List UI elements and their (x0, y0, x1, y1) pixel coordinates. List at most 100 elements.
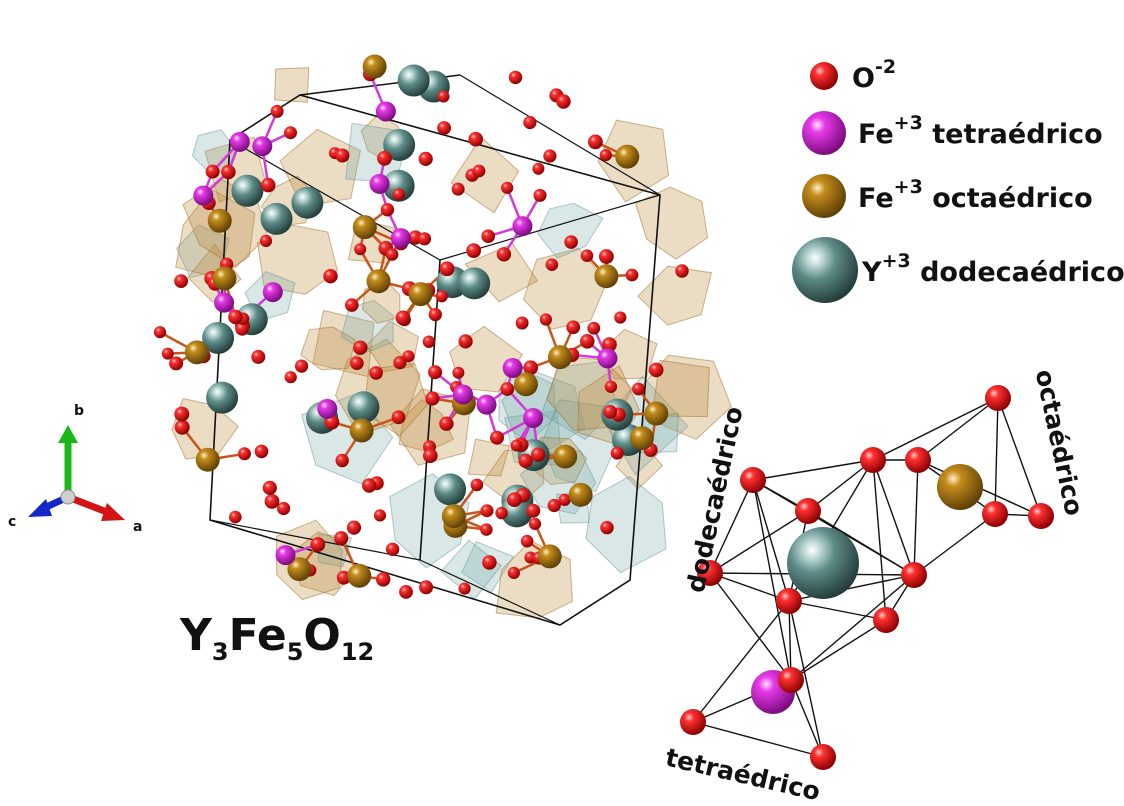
fe-tetrahedral-atom (523, 408, 543, 428)
fe-tetrahedral-atom (477, 395, 497, 415)
oxygen-atom (439, 417, 453, 431)
y-atom (231, 175, 263, 207)
polyhedron (451, 137, 519, 213)
fe-octahedral-atom (630, 426, 654, 450)
polyhedron-edge (753, 460, 873, 480)
oxygen-atom (377, 151, 392, 166)
yig-unit-cell (154, 55, 732, 625)
fe-tetrahedral-atom (597, 348, 617, 368)
oxygen-atom (611, 447, 624, 460)
axis-label-c: c (8, 514, 16, 530)
detail-fe-octahedral-atom (937, 464, 983, 510)
oxygen-atom (284, 126, 297, 139)
polyhedron-edge (873, 460, 886, 620)
fe-octahedral-atom (644, 402, 668, 426)
oxygen-atom (174, 407, 189, 422)
legend-y-label: Y+3 dodecaédrico (862, 254, 1124, 288)
oxygen-atom (392, 410, 406, 424)
detail-oxygen-atom (901, 562, 927, 588)
oxygen-atom (473, 165, 486, 178)
detail-oxygen-atom (860, 447, 886, 473)
oxygen-atom (271, 105, 284, 118)
fe-octahedral-atom (548, 345, 572, 369)
oxygen-atom (154, 326, 166, 338)
oxygen-atom (480, 523, 492, 535)
detail-oxygen-atom (778, 667, 804, 693)
oxygen-atom (600, 149, 612, 161)
c-axis-arrow (28, 499, 52, 517)
fe-tetrahedral-atom (263, 282, 283, 302)
oxygen-atom (335, 149, 349, 163)
oxygen-atom (468, 132, 483, 147)
fe-octahedral-atom (208, 209, 232, 233)
axis-label-a: a (133, 519, 142, 535)
chemical-formula: Y3Fe5O12 (180, 610, 374, 666)
oxygen-atom (393, 188, 405, 200)
oxygen-atom (566, 320, 580, 334)
axis-label-b: b (74, 403, 84, 419)
oxygen-atom (436, 290, 448, 302)
legend-oxygen-sphere (810, 62, 838, 90)
oxygen-atom (526, 504, 540, 518)
legend-fe-tetra-label: Fe+3 tetraédrico (858, 116, 1103, 150)
oxygen-atom (580, 334, 595, 349)
oxygen-atom (466, 243, 481, 258)
y-atom (458, 267, 490, 299)
oxygen-atom (564, 235, 578, 249)
oxygen-atom (418, 232, 431, 245)
detail-oxygen-atom (776, 588, 802, 614)
oxygen-atom (295, 360, 308, 373)
oxygen-atom (386, 248, 399, 261)
fe-octahedral-atom (363, 55, 387, 79)
oxygen-atom (175, 420, 190, 435)
oxygen-atom (381, 203, 394, 216)
oxygen-atom (509, 71, 522, 84)
oxygen-atom (428, 365, 442, 379)
oxygen-atom (546, 258, 559, 271)
y-atom (206, 382, 238, 414)
oxygen-atom (419, 580, 433, 594)
oxygen-atom (459, 334, 473, 348)
y-atom (398, 65, 430, 97)
oxygen-atom (459, 583, 471, 595)
fe-octahedral-atom (212, 266, 236, 290)
oxygen-atom (440, 261, 455, 276)
detail-oxygen-atom (982, 501, 1008, 527)
detail-oxygen-atom (905, 447, 931, 473)
oxygen-atom (396, 311, 411, 326)
fe-tetrahedral-atom (376, 101, 396, 121)
oxygen-atom (386, 543, 399, 556)
oxygen-atom (519, 454, 533, 468)
oxygen-atom (490, 431, 504, 445)
polyhedron-edge (873, 460, 914, 575)
fe-tetrahedral-atom (317, 399, 337, 419)
polyhedron-edge (914, 460, 918, 575)
polyhedron-edge (791, 620, 886, 680)
oxygen-atom (523, 116, 536, 129)
legend-fe-octa-sphere (802, 174, 846, 218)
oxygen-atom (588, 135, 603, 150)
polyhedron-edge (753, 480, 791, 680)
detail-oxygen-atom (1028, 503, 1054, 529)
legend-y-sphere (792, 237, 858, 303)
polyhedron (586, 476, 666, 572)
oxygen-atom (323, 269, 337, 283)
oxygen-atom (531, 448, 545, 462)
oxygen-atom (452, 183, 465, 196)
fe-octahedral-atom (350, 419, 374, 443)
legend-oxygen-label: O-2 (852, 60, 896, 94)
fe-octahedral-atom (353, 215, 377, 239)
oxygen-atom (581, 249, 594, 262)
polyhedron-edge (914, 514, 995, 575)
fe-octahedral-atom (553, 445, 577, 469)
oxygen-atom (251, 350, 265, 364)
fe-tetrahedral-atom (512, 216, 532, 236)
detail-oxygen-atom (740, 467, 766, 493)
oxygen-atom (540, 313, 552, 325)
oxygen-atom (263, 481, 277, 495)
oxygen-atom (587, 322, 600, 335)
b-axis-arrow (58, 425, 78, 443)
oxygen-atom (354, 243, 366, 255)
oxygen-atom (501, 182, 513, 194)
detail-oxygen-atom (810, 744, 836, 770)
